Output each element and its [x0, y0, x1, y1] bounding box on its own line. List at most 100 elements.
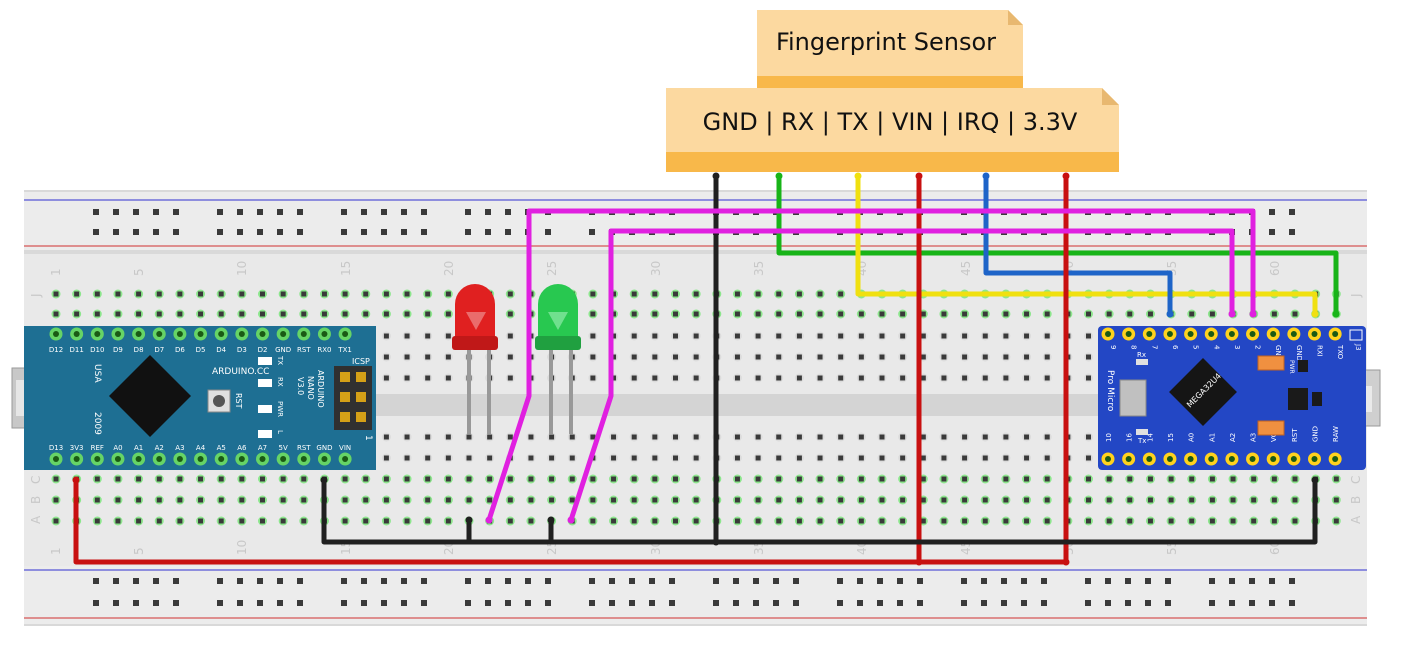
hole	[817, 311, 823, 317]
rail-hole	[545, 229, 551, 235]
hole	[673, 434, 678, 440]
pin-hole	[94, 331, 101, 337]
hole	[1044, 333, 1050, 339]
hole	[1147, 311, 1153, 317]
pin-hole	[1270, 331, 1277, 337]
pin-label: D6	[175, 346, 185, 354]
hole	[693, 375, 699, 381]
hole	[858, 333, 864, 339]
pin-hole	[1146, 331, 1153, 337]
rail-hole	[113, 600, 119, 606]
pin-hole	[197, 331, 204, 337]
hole	[611, 311, 617, 317]
hole	[900, 497, 906, 503]
pin-label: GND	[1274, 345, 1282, 361]
hole	[982, 354, 988, 360]
wire-rx-green	[776, 173, 1339, 317]
hole	[796, 375, 802, 381]
hole	[425, 333, 431, 339]
pin-hole	[300, 331, 307, 337]
wire-end	[72, 476, 80, 484]
hole	[280, 476, 286, 482]
hole	[487, 497, 493, 503]
pin-label: RX0	[317, 346, 331, 354]
hole	[342, 497, 348, 503]
icsp-pin	[340, 392, 350, 402]
pin-label: 10	[1105, 433, 1113, 442]
row-letter: A	[1349, 515, 1363, 524]
hole	[962, 354, 968, 360]
rail-hole	[257, 209, 263, 215]
hole	[177, 518, 183, 524]
hole	[590, 497, 596, 503]
hole	[858, 497, 864, 503]
hole	[466, 455, 472, 461]
hole	[1044, 434, 1050, 440]
wire-end	[485, 516, 493, 524]
rail-hole	[341, 229, 347, 235]
hole	[321, 311, 327, 317]
rail-hole	[837, 600, 843, 606]
hole	[838, 476, 844, 482]
hole	[631, 518, 637, 524]
wire-end	[1166, 310, 1174, 318]
hole	[1024, 375, 1030, 381]
hole	[1086, 311, 1091, 317]
hole	[982, 434, 988, 440]
rail-hole	[465, 600, 471, 606]
hole	[652, 434, 658, 440]
pin-label: 3	[1233, 345, 1241, 349]
hole	[218, 497, 224, 503]
pin-label: A6	[237, 444, 247, 452]
hole	[1106, 518, 1112, 524]
pin-label: TXO	[1336, 344, 1344, 360]
hole	[404, 291, 410, 297]
pin-hole	[53, 331, 59, 337]
rail-hole	[465, 578, 471, 584]
hole	[611, 291, 617, 297]
rail-hole	[237, 209, 243, 215]
hole	[858, 434, 864, 440]
hole	[962, 476, 968, 482]
rail-hole	[173, 209, 179, 215]
pin-label: 5V	[279, 444, 288, 452]
hole	[445, 476, 451, 482]
hole	[962, 518, 968, 524]
rail-hole	[897, 578, 903, 584]
pin-hole	[135, 456, 142, 462]
rail-hole	[1269, 578, 1275, 584]
hole	[796, 455, 802, 461]
wire-end	[1249, 310, 1257, 318]
hole	[611, 497, 617, 503]
hole	[1003, 375, 1009, 381]
row-letter: C	[29, 476, 43, 484]
rail-hole	[465, 229, 471, 235]
nano-status-leds: TX RX PWR L	[258, 355, 284, 438]
hole	[260, 291, 265, 297]
hole	[280, 291, 286, 297]
pin-label: 16	[1126, 433, 1134, 442]
hole	[652, 311, 658, 317]
hole	[383, 375, 389, 381]
hole	[177, 476, 183, 482]
hole	[404, 497, 410, 503]
pin-hole	[259, 456, 266, 462]
hole	[363, 497, 369, 503]
hole	[445, 455, 451, 461]
hole	[1271, 311, 1277, 317]
hole	[776, 291, 782, 297]
rail-hole	[1289, 229, 1295, 235]
pin-hole	[1249, 456, 1256, 462]
pin-hole	[342, 331, 349, 337]
nano-led-label: L	[276, 430, 284, 434]
hole	[1292, 497, 1298, 503]
hole	[425, 291, 431, 297]
nano-icsp-label: ICSP	[352, 357, 370, 366]
hole	[1044, 311, 1050, 317]
hole	[1271, 476, 1277, 482]
hole	[920, 434, 926, 440]
hole	[1209, 311, 1215, 317]
hole	[94, 497, 100, 503]
